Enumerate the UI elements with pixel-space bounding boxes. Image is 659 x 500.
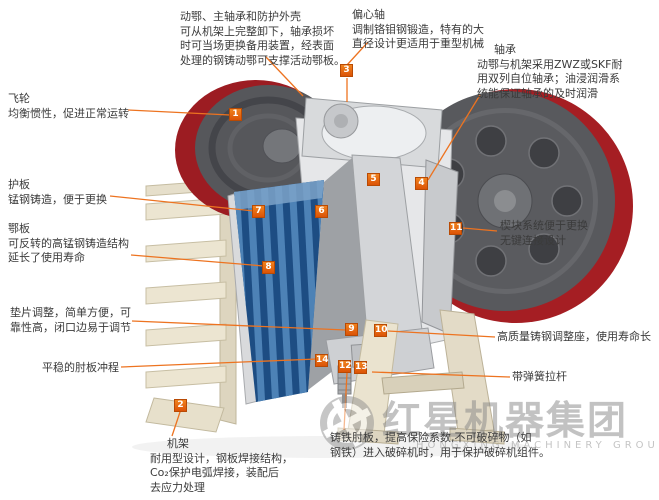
callout-body: 垫片调整，简单方便，可 靠性高，闭口边易于调节 [10, 306, 131, 334]
watermark-subtext: HONGXING MACHINERY GROUP [416, 440, 659, 451]
part-marker-7: 7 [252, 205, 265, 218]
part-marker-3: 3 [340, 64, 353, 77]
callout-body: 楔块系统便于更换 无键连接设计 [500, 219, 588, 247]
watermark: 红星机器集团 HONGXING MACHINERY GROUP [318, 390, 659, 465]
callout-toggle-stroke: 平稳的肘板冲程 [42, 361, 119, 376]
callout-body: 可反转的高锰钢铸造结构 延长了使用寿命 [8, 236, 129, 265]
callout-body: 高质量铸钢调整座，使用寿命长 [497, 330, 651, 343]
part-marker-11: 11 [449, 222, 463, 235]
callout-eccentric-shaft: 偏心轴 调制铬钼钢锻造，特有的大 直径设计更适用于重型机械 [352, 8, 484, 52]
callout-guard-plate: 护板 锰钢铸造，便于更换 [8, 178, 107, 207]
callout-wedge-system: 楔块系统便于更换 无键连接设计 [500, 219, 588, 248]
callout-flywheel: 飞轮 均衡惯性，促进正常运转 [8, 92, 129, 121]
part-marker-12: 12 [338, 360, 352, 373]
callout-body: 铸铁肘板，提高保险系数,不可破碎物（如 钢铁）进入破碎机时，用于保护破碎机组件。 [330, 431, 550, 459]
callout-title: 飞轮 [8, 92, 30, 105]
pitman [351, 154, 459, 346]
part-marker-4: 4 [415, 177, 428, 190]
part-marker-1: 1 [229, 108, 242, 121]
callout-adjustment-seat: 高质量铸钢调整座，使用寿命长 [497, 330, 651, 345]
callout-body: 耐用型设计，钢板焊接结构， Co₂保护电弧焊接，装配后 去应力处理 [150, 451, 293, 494]
left-stand [145, 179, 237, 433]
callout-title: 动鄂、主轴承和防护外壳 [180, 10, 301, 23]
callout-frame: 机架 耐用型设计，钢板焊接结构， Co₂保护电弧焊接，装配后 去应力处理 [150, 437, 293, 495]
ground-shadow [132, 436, 528, 458]
callout-body: 调制铬钼钢锻造，特有的大 直径设计更适用于重型机械 [352, 22, 484, 51]
part-marker-10: 10 [374, 324, 388, 337]
part-marker-13: 13 [354, 361, 368, 374]
callout-body: 可从机架上完整卸下，轴承损坏 时可当场更换备用装置，经表面 处理的钢铸动鄂可支撑… [180, 24, 345, 67]
callout-shim-adjustment: 垫片调整，简单方便，可 靠性高，闭口边易于调节 [10, 306, 131, 335]
callout-spring-rod: 带弹簧拉杆 [512, 370, 567, 385]
callout-body: 均衡惯性，促进正常运转 [8, 106, 129, 120]
support-legs [337, 309, 505, 445]
hongxing-logo-icon [320, 396, 374, 450]
part-marker-2: 2 [174, 399, 187, 412]
watermark-text: 红星机器集团 [382, 399, 629, 444]
callout-title: 护板 [8, 178, 30, 191]
part-marker-9: 9 [345, 323, 358, 336]
callout-cast-iron-toggle: 铸铁肘板，提高保险系数,不可破碎物（如 钢铁）进入破碎机时，用于保护破碎机组件。 [330, 431, 550, 460]
callout-moving-jaw: 动鄂、主轴承和防护外壳 可从机架上完整卸下，轴承损坏 时可当场更换备用装置，经表… [180, 10, 345, 68]
callout-body: 平稳的肘板冲程 [42, 361, 119, 374]
leader-lines [109, 41, 511, 437]
callout-title: 机架 [167, 437, 189, 450]
callout-title: 轴承 [494, 43, 516, 56]
part-marker-14: 14 [315, 354, 329, 367]
part-marker-5: 5 [367, 173, 380, 186]
callout-title: 偏心轴 [352, 8, 385, 21]
callout-title: 鄂板 [8, 222, 30, 235]
callout-bearing: 轴承 动鄂与机架采用ZWZ或SKF耐 用双列自位轴承；油浸润滑系 统能保证轴承的… [477, 43, 622, 101]
callout-body: 锰钢铸造，便于更换 [8, 192, 107, 206]
callout-jaw-plate: 鄂板 可反转的高锰钢铸造结构 延长了使用寿命 [8, 222, 129, 266]
part-marker-6: 6 [315, 205, 328, 218]
callout-body: 带弹簧拉杆 [512, 370, 567, 383]
callout-body: 动鄂与机架采用ZWZ或SKF耐 用双列自位轴承；油浸润滑系 统能保证轴承的及时润… [477, 57, 623, 100]
part-marker-8: 8 [262, 261, 275, 274]
